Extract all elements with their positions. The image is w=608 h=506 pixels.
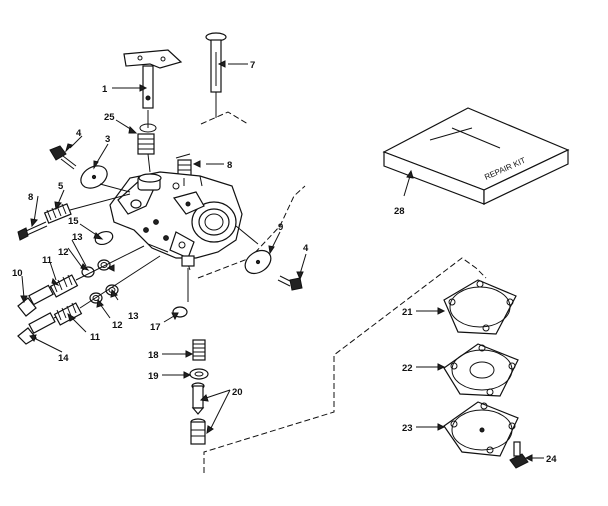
throttle-lever-part xyxy=(123,49,183,109)
part-label-17: 17 xyxy=(150,322,161,333)
part-label-15: 15 xyxy=(68,216,79,227)
repair-kit-box: REPAIR KIT xyxy=(382,107,570,205)
part-label-3: 3 xyxy=(105,134,110,145)
part-label-7: 7 xyxy=(250,60,255,71)
assembly-guide-lines xyxy=(69,92,259,309)
part-label-12: 12 xyxy=(58,247,69,258)
part-label-14: 14 xyxy=(58,353,69,364)
gasket-part xyxy=(94,230,114,246)
inlet-spring-part xyxy=(192,339,206,361)
part-label-28: 28 xyxy=(394,206,405,217)
throttle-plate-disc-part xyxy=(80,165,108,189)
part-label-10: 10 xyxy=(12,268,23,279)
cover-screw-part xyxy=(509,441,529,469)
metering-diaphragm-part xyxy=(443,401,519,457)
pump-diaphragm-part xyxy=(443,343,519,397)
throttle-spring-part xyxy=(137,123,157,155)
part-label-13: 13 xyxy=(72,232,83,243)
idle-screw-spring-part xyxy=(43,203,72,224)
inlet-needle-part xyxy=(191,382,205,415)
choke-spring-part xyxy=(175,153,192,179)
kit-connection-dashed-line xyxy=(203,257,487,473)
high-speed-needle-spring-part xyxy=(49,274,79,298)
pump-gasket-part xyxy=(443,279,517,335)
part-label-4: 4 xyxy=(303,243,309,254)
choke-plate-part xyxy=(244,249,272,275)
part-label-22: 22 xyxy=(402,363,413,374)
part-label-5: 5 xyxy=(58,181,64,192)
leader-lines xyxy=(20,60,544,462)
part-label-25: 25 xyxy=(104,112,115,123)
part-number-labels: 1 3 4 4 5 7 8 8 9 10 11 11 12 12 13 13 1… xyxy=(12,60,557,465)
carburetor-body xyxy=(109,171,243,271)
throttle-plate-screw-part xyxy=(49,145,77,170)
inlet-seat-part xyxy=(190,418,206,445)
part-label-8: 8 xyxy=(227,160,232,171)
part-label-12: 12 xyxy=(112,320,123,331)
part-label-18: 18 xyxy=(148,350,159,361)
part-label-23: 23 xyxy=(402,423,413,434)
part-label-8: 8 xyxy=(28,192,33,203)
idle-screw-part xyxy=(17,221,48,241)
part-label-20: 20 xyxy=(232,387,243,398)
part-label-21: 21 xyxy=(402,307,413,318)
part-label-19: 19 xyxy=(148,371,159,382)
part-label-4: 4 xyxy=(76,128,82,139)
part-label-13: 13 xyxy=(128,311,139,322)
part-label-1: 1 xyxy=(102,84,108,95)
part-label-11: 11 xyxy=(90,332,101,343)
choke-plate-screw-part xyxy=(277,275,303,291)
part-label-9: 9 xyxy=(278,222,283,233)
inlet-lever-part xyxy=(189,368,209,380)
part-label-24: 24 xyxy=(546,454,557,465)
part-label-11: 11 xyxy=(42,255,53,266)
low-speed-needle-part xyxy=(17,312,63,345)
